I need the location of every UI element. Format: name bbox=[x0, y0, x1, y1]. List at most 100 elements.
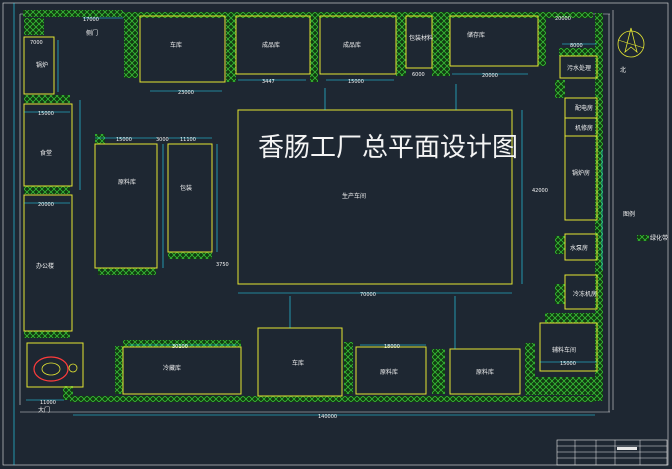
building-packaging bbox=[167, 143, 213, 253]
green-belt-top-right bbox=[543, 12, 593, 18]
green-top-1 bbox=[124, 18, 138, 78]
dim-top5-width: 20000 bbox=[482, 73, 498, 79]
legend-green-swatch bbox=[637, 235, 649, 241]
building-office bbox=[23, 194, 73, 332]
dim-packaging-width: 11100 bbox=[180, 137, 196, 143]
fountain-inner-icon bbox=[41, 362, 61, 376]
dim-office-width: 20000 bbox=[38, 202, 54, 208]
dim-total-width: 140000 bbox=[318, 414, 337, 420]
fountain-icon bbox=[33, 356, 69, 382]
tree-icon bbox=[68, 363, 78, 373]
gate-guardhouse bbox=[26, 342, 84, 388]
label-right-3: 机修房 bbox=[575, 124, 593, 132]
green-bottom-1 bbox=[115, 346, 123, 394]
green-right-5 bbox=[545, 313, 597, 323]
label-side-gate: 侧门 bbox=[86, 29, 98, 37]
green-bottom-2 bbox=[123, 340, 241, 347]
label-main-workshop: 生产车间 bbox=[342, 192, 366, 200]
dim-top3-width: 15000 bbox=[348, 79, 364, 85]
building-main-workshop bbox=[237, 109, 513, 285]
dim-canteen-width: 15000 bbox=[38, 111, 54, 117]
label-north: 北 bbox=[620, 66, 626, 74]
label-bottom-1: 冷藏库 bbox=[163, 364, 181, 372]
label-right-7: 辅料车间 bbox=[552, 346, 576, 354]
dim-gap-2: 3750 bbox=[216, 262, 229, 268]
green-right-3 bbox=[555, 236, 565, 254]
north-arrow-icon bbox=[617, 27, 645, 58]
dim-left-top-width: 7000 bbox=[30, 40, 43, 46]
dim-top-right: 20000 bbox=[555, 16, 571, 22]
dim-top2-width: 3447 bbox=[262, 79, 275, 85]
label-top-3: 成品库 bbox=[343, 41, 361, 49]
label-top-1: 车库 bbox=[170, 41, 182, 49]
green-strip-left-3 bbox=[24, 331, 70, 338]
label-canteen: 食堂 bbox=[40, 149, 52, 157]
green-belt-left-top bbox=[24, 18, 44, 35]
label-main-gate: 大门 bbox=[38, 406, 50, 414]
green-top-6 bbox=[538, 16, 546, 66]
building-bottom-1 bbox=[122, 346, 242, 395]
building-left-top bbox=[23, 36, 55, 95]
green-mid-3 bbox=[168, 252, 212, 259]
building-right-7 bbox=[539, 322, 598, 372]
green-belt-top-left bbox=[23, 10, 123, 17]
green-top-5 bbox=[432, 14, 450, 76]
label-bottom-3: 原料库 bbox=[380, 368, 398, 376]
dim-gap-1: 3000 bbox=[156, 137, 169, 143]
green-strip-left-1 bbox=[24, 95, 70, 103]
building-top-1 bbox=[139, 15, 226, 83]
label-legend-green: 绿化带 bbox=[650, 234, 668, 242]
green-mid-2 bbox=[98, 268, 156, 275]
green-right-6 bbox=[525, 343, 535, 381]
building-bottom-3 bbox=[355, 346, 427, 395]
green-right-1 bbox=[559, 48, 597, 56]
building-top-4 bbox=[405, 15, 433, 69]
label-bottom-4: 原料库 bbox=[476, 368, 494, 376]
green-right-7 bbox=[525, 377, 597, 395]
dim-warehouse-width: 15000 bbox=[116, 137, 132, 143]
drawing-title: 香肠工厂总平面设计图 bbox=[258, 133, 518, 163]
green-right-4 bbox=[555, 284, 565, 304]
dim-right1-width: 8000 bbox=[570, 43, 583, 49]
dim-main-height: 42000 bbox=[532, 188, 548, 194]
building-right-5 bbox=[564, 233, 598, 261]
label-top-2: 成品库 bbox=[262, 41, 280, 49]
green-belt-top bbox=[123, 12, 543, 18]
label-legend-title: 图例 bbox=[623, 210, 635, 218]
label-top-4: 包装材料 bbox=[409, 34, 433, 42]
green-belt-right bbox=[595, 13, 603, 401]
building-top-3 bbox=[319, 15, 397, 75]
green-top-4 bbox=[396, 14, 406, 76]
building-boiler bbox=[564, 135, 598, 221]
dim-bottom1-width: 30100 bbox=[172, 344, 188, 350]
label-boiler: 锅炉房 bbox=[572, 169, 590, 177]
green-bottom-3 bbox=[344, 342, 353, 394]
green-top-2 bbox=[226, 14, 236, 82]
label-right-5: 水泵房 bbox=[570, 244, 588, 252]
dim-gate-width: 11000 bbox=[40, 400, 56, 406]
dim-top1-width: 23000 bbox=[178, 90, 194, 96]
label-warehouse: 原料库 bbox=[118, 178, 136, 186]
dimension-lines bbox=[24, 17, 603, 416]
green-patch-gate bbox=[63, 386, 73, 400]
green-right-2 bbox=[555, 80, 565, 98]
dim-main-width: 70000 bbox=[360, 292, 376, 298]
green-top-3 bbox=[310, 14, 318, 82]
label-right-1: 污水处理 bbox=[567, 64, 591, 72]
dim-bottom3-width: 18000 bbox=[384, 344, 400, 350]
green-belt-bottom bbox=[70, 396, 595, 402]
building-bottom-2 bbox=[257, 327, 343, 397]
label-packaging: 包装 bbox=[180, 184, 192, 192]
building-warehouse bbox=[94, 143, 158, 269]
building-right-1 bbox=[559, 55, 598, 79]
dim-top-left: 17000 bbox=[83, 17, 99, 23]
label-left-top: 锅炉 bbox=[36, 61, 48, 69]
label-right-2: 配电房 bbox=[575, 104, 593, 112]
dim-top4-width: 6000 bbox=[412, 72, 425, 78]
building-top-5 bbox=[449, 15, 539, 67]
building-bottom-4 bbox=[449, 348, 521, 395]
label-right-6: 冷冻机房 bbox=[573, 290, 597, 298]
building-top-2 bbox=[235, 15, 311, 75]
green-strip-left-2 bbox=[24, 186, 70, 194]
